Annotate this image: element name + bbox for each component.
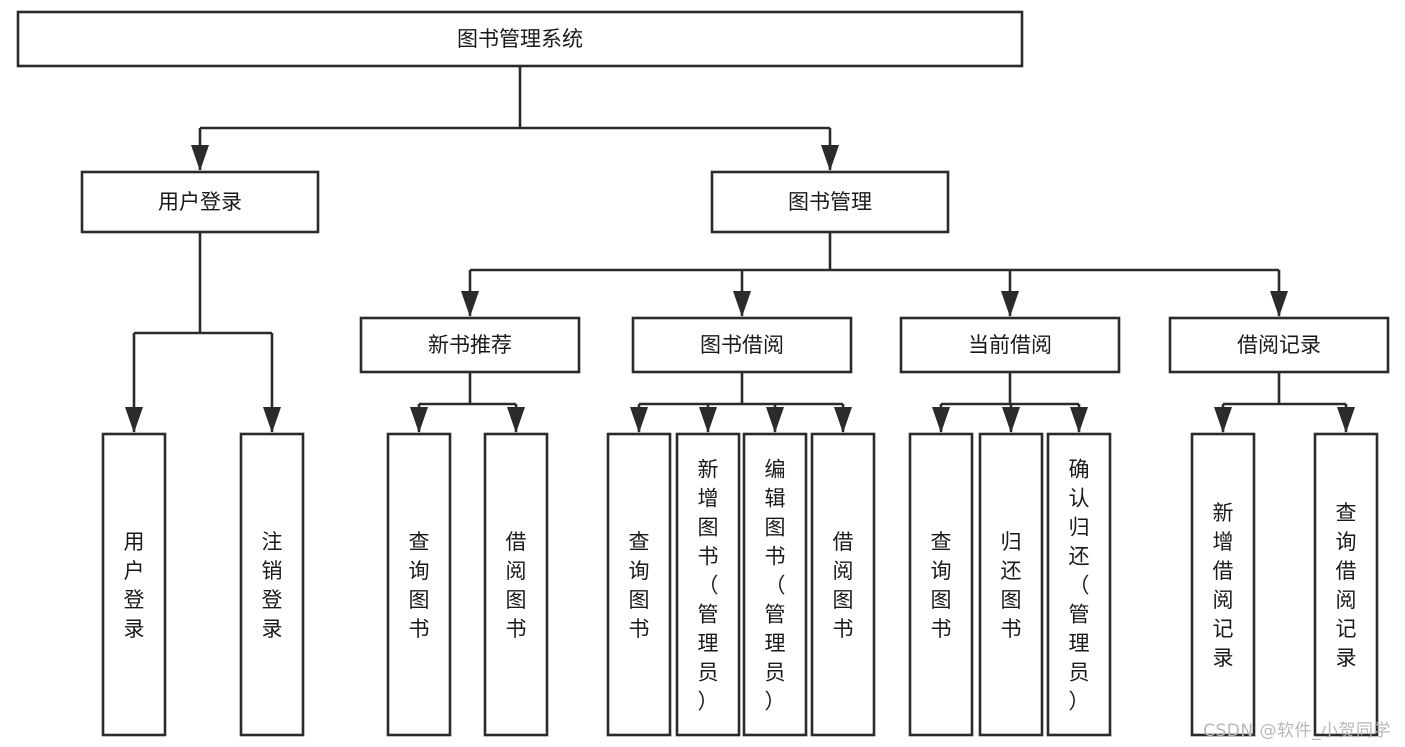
- node-box-leaf-query-book-current: [908, 432, 974, 737]
- node-box-new-book-recommend: [359, 316, 581, 374]
- node-leaf-query-borrow-record[interactable]: 查询借阅记录: [1313, 432, 1379, 737]
- node-box-leaf-query-book-rec: [386, 432, 452, 737]
- node-box-leaf-add-book-admin: [675, 432, 741, 737]
- node-box-current-borrow: [899, 316, 1121, 374]
- new-book-recommend-to-leaves-arrowhead-1: [507, 407, 525, 433]
- node-box-root: [16, 10, 1024, 68]
- node-leaf-return-book[interactable]: 归还图书: [978, 432, 1044, 737]
- node-box-leaf-query-borrow-record: [1313, 432, 1379, 737]
- current-borrow-to-leaves-arrowhead-2: [1070, 407, 1088, 433]
- node-label-leaf-add-borrow-record: 新增借阅记录: [1213, 501, 1234, 670]
- user-login-to-leaves-arrowhead-0: [125, 407, 143, 433]
- book-manage-to-level3-arrowhead-1: [733, 291, 751, 317]
- book-manage-to-level3-arrowhead-3: [1270, 291, 1288, 317]
- node-borrow-record[interactable]: 借阅记录: [1168, 316, 1390, 374]
- node-box-user-login: [80, 170, 320, 234]
- node-leaf-user-login[interactable]: 用户登录: [101, 432, 167, 737]
- node-label-leaf-edit-book-admin: 编辑图书（管理员）: [765, 458, 786, 714]
- node-label-leaf-query-book-current: 查询图书: [931, 530, 952, 641]
- node-leaf-add-book-admin[interactable]: 新增图书（管理员）: [675, 432, 741, 737]
- node-user-login[interactable]: 用户登录: [80, 170, 320, 234]
- node-new-book-recommend[interactable]: 新书推荐: [359, 316, 581, 374]
- node-box-book-borrow: [631, 316, 853, 374]
- book-borrow-to-leaves-arrowhead-3: [834, 407, 852, 433]
- node-label-leaf-query-book-borrow: 查询图书: [629, 530, 650, 641]
- node-label-leaf-user-login: 用户登录: [124, 530, 145, 641]
- node-layer: 图书管理系统用户登录图书管理新书推荐图书借阅当前借阅借阅记录用户登录注销登录查询…: [16, 10, 1390, 737]
- node-box-leaf-edit-book-admin: [742, 432, 808, 737]
- book-manage-to-level3-arrowhead-2: [1001, 291, 1019, 317]
- node-label-leaf-borrow-book: 借阅图书: [833, 530, 854, 641]
- node-root[interactable]: 图书管理系统: [16, 10, 1024, 68]
- node-leaf-query-book-borrow[interactable]: 查询图书: [606, 432, 672, 737]
- node-box-leaf-confirm-return-admin: [1046, 432, 1112, 737]
- borrow-record-to-leaves-arrowhead-0: [1214, 407, 1232, 433]
- node-box-leaf-add-borrow-record: [1190, 432, 1256, 737]
- node-label-book-borrow: 图书借阅: [700, 333, 784, 357]
- user-login-to-leaves-arrowhead-1: [263, 407, 281, 433]
- node-leaf-logout-login[interactable]: 注销登录: [239, 432, 305, 737]
- current-borrow-to-leaves-arrowhead-0: [932, 407, 950, 433]
- node-current-borrow[interactable]: 当前借阅: [899, 316, 1121, 374]
- node-book-manage[interactable]: 图书管理: [710, 170, 950, 234]
- node-box-borrow-record: [1168, 316, 1390, 374]
- book-manage-to-level3-arrowhead-0: [461, 291, 479, 317]
- node-label-book-manage: 图书管理: [788, 190, 872, 214]
- node-leaf-confirm-return-admin[interactable]: 确认归还（管理员）: [1046, 432, 1112, 737]
- node-book-borrow[interactable]: 图书借阅: [631, 316, 853, 374]
- node-label-leaf-return-book: 归还图书: [1001, 530, 1022, 641]
- node-label-current-borrow: 当前借阅: [968, 333, 1052, 357]
- node-label-root: 图书管理系统: [457, 27, 583, 51]
- book-borrow-to-leaves-arrowhead-1: [699, 407, 717, 433]
- node-box-book-manage: [710, 170, 950, 234]
- node-leaf-borrow-book[interactable]: 借阅图书: [810, 432, 876, 737]
- node-label-leaf-query-borrow-record: 查询借阅记录: [1336, 501, 1357, 670]
- node-leaf-edit-book-admin[interactable]: 编辑图书（管理员）: [742, 432, 808, 737]
- node-label-leaf-borrow-book-rec: 借阅图书: [506, 530, 527, 641]
- node-leaf-add-borrow-record[interactable]: 新增借阅记录: [1190, 432, 1256, 737]
- node-label-leaf-confirm-return-admin: 确认归还（管理员）: [1069, 458, 1090, 714]
- root-to-level2-arrowhead-0: [191, 145, 209, 171]
- node-leaf-borrow-book-rec[interactable]: 借阅图书: [483, 432, 549, 737]
- node-label-leaf-query-book-rec: 查询图书: [409, 530, 430, 641]
- node-box-leaf-user-login: [101, 432, 167, 737]
- book-borrow-to-leaves-arrowhead-0: [630, 407, 648, 433]
- new-book-recommend-to-leaves-arrowhead-0: [410, 407, 428, 433]
- node-box-leaf-return-book: [978, 432, 1044, 737]
- node-box-leaf-borrow-book-rec: [483, 432, 549, 737]
- node-leaf-query-book-rec[interactable]: 查询图书: [386, 432, 452, 737]
- node-label-leaf-logout-login: 注销登录: [262, 530, 283, 641]
- node-label-new-book-recommend: 新书推荐: [428, 333, 512, 357]
- node-box-leaf-logout-login: [239, 432, 305, 737]
- node-label-borrow-record: 借阅记录: [1237, 333, 1321, 357]
- node-label-user-login: 用户登录: [158, 190, 242, 214]
- current-borrow-to-leaves-arrowhead-1: [1002, 407, 1020, 433]
- book-borrow-to-leaves-arrowhead-2: [766, 407, 784, 433]
- root-to-level2-arrowhead-1: [821, 145, 839, 171]
- borrow-record-to-leaves-arrowhead-1: [1337, 407, 1355, 433]
- connector-layer: [125, 66, 1355, 433]
- node-box-leaf-borrow-book: [810, 432, 876, 737]
- node-box-leaf-query-book-borrow: [606, 432, 672, 737]
- node-leaf-query-book-current[interactable]: 查询图书: [908, 432, 974, 737]
- node-label-leaf-add-book-admin: 新增图书（管理员）: [698, 458, 719, 714]
